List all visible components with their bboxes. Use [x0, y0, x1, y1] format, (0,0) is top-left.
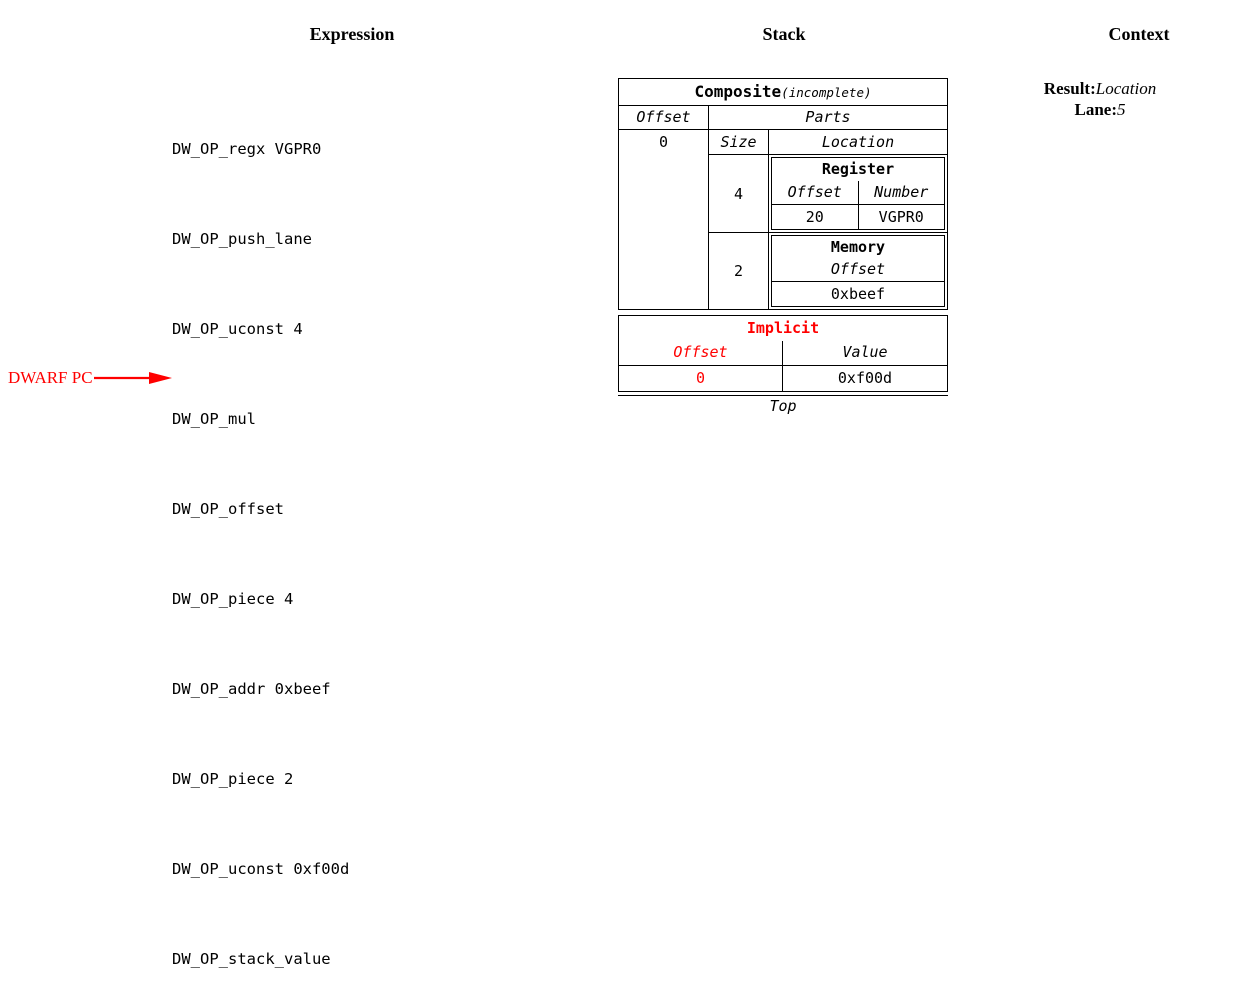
- register-offset-header: Offset: [772, 181, 859, 204]
- composite-size-header: Size: [709, 130, 769, 154]
- composite-parts-column: Parts Size Location 4 Register Offset Nu…: [709, 105, 947, 309]
- expression-line: DW_OP_piece 2: [172, 770, 294, 788]
- composite-parts-subheaders: Size Location: [709, 129, 947, 154]
- dwarf-pc-marker: DWARF PC: [8, 366, 172, 390]
- composite-parts-header: Parts: [805, 108, 851, 126]
- register-column-headers: Offset Number: [772, 181, 944, 204]
- stack-top-label: Top: [769, 396, 797, 415]
- composite-offset-column: Offset 0: [619, 105, 709, 309]
- register-number-header: Number: [874, 183, 929, 201]
- implicit-offset-value: 0: [619, 366, 783, 391]
- context-lane-key: Lane:: [1074, 100, 1118, 119]
- implicit-location-box: Implicit Offset Value 0 0xf00d: [618, 315, 948, 392]
- part-size: 4: [709, 155, 769, 232]
- context-row-result: Result:Location: [1000, 78, 1200, 99]
- composite-title-main: Composite: [694, 82, 782, 101]
- expression-listing: DW_OP_regx VGPR0 DW_OP_push_lane DW_OP_u…: [172, 74, 349, 1000]
- column-heading-expression: Expression: [309, 24, 395, 44]
- context-row-lane: Lane:5: [1000, 99, 1200, 120]
- implicit-wrapper: Implicit Offset Value 0 0xf00d: [618, 315, 948, 392]
- register-number-value: VGPR0: [878, 208, 924, 226]
- implicit-offset-header: Offset: [619, 341, 783, 365]
- memory-location-table: Memory Offset 0xbeef: [771, 235, 945, 307]
- implicit-value-header: Value: [842, 343, 888, 361]
- expression-line: DW_OP_stack_value: [172, 950, 331, 968]
- composite-location-header: Location: [821, 133, 895, 151]
- column-heading-context: Context: [1108, 24, 1170, 44]
- memory-title: Memory: [830, 238, 886, 256]
- column-heading-stack: Stack: [762, 24, 806, 44]
- composite-offset-header: Offset: [619, 106, 708, 130]
- composite-part-row: 2 Memory Offset 0xbeef: [709, 232, 947, 309]
- register-values: 20 VGPR0: [772, 204, 944, 229]
- part-size: 2: [709, 233, 769, 309]
- register-offset-value: 20: [772, 205, 859, 229]
- composite-offset-value: 0: [658, 133, 669, 151]
- implicit-column-headers: Offset Value: [619, 341, 947, 365]
- part-location: Memory Offset 0xbeef: [769, 233, 947, 309]
- expression-line: DW_OP_mul: [172, 410, 256, 428]
- composite-part-row: 4 Register Offset Number 20 VGPR0: [709, 154, 947, 232]
- expression-line: DW_OP_offset: [172, 500, 284, 518]
- composite-title-qualifier: (incomplete): [781, 85, 872, 100]
- expression-line: DW_OP_regx VGPR0: [172, 140, 322, 158]
- memory-offset-value: 0xbeef: [772, 281, 944, 306]
- implicit-title: Implicit: [746, 319, 820, 337]
- memory-offset-header: Offset: [830, 260, 886, 278]
- context-result-key: Result:: [1043, 79, 1096, 98]
- dwarf-pc-label: DWARF PC: [8, 368, 93, 387]
- expression-line: DW_OP_uconst 0xf00d: [172, 860, 350, 878]
- context-lane-value: 5: [1117, 100, 1126, 119]
- stack-bottom-rule: [618, 394, 948, 396]
- register-location-table: Register Offset Number 20 VGPR0: [771, 157, 945, 230]
- expression-line: DW_OP_piece 4: [172, 590, 294, 608]
- register-title: Register: [821, 160, 895, 178]
- stack-diagram: Composite(incomplete) Offset 0 Parts Siz…: [618, 78, 948, 415]
- expression-line: DW_OP_push_lane: [172, 230, 312, 248]
- implicit-value-value: 0xf00d: [837, 369, 893, 387]
- composite-location-box: Composite(incomplete) Offset 0 Parts Siz…: [618, 78, 948, 310]
- implicit-values: 0 0xf00d: [619, 365, 947, 391]
- composite-title: Composite(incomplete): [619, 79, 947, 105]
- expression-line: DW_OP_uconst 4: [172, 320, 303, 338]
- part-location: Register Offset Number 20 VGPR0: [769, 155, 947, 232]
- arrow-right-icon: [93, 370, 172, 386]
- context-result-value: Location: [1095, 79, 1157, 98]
- expression-line: DW_OP_addr 0xbeef: [172, 680, 331, 698]
- context-block: Result:Location Lane:5: [1000, 78, 1200, 120]
- composite-body: Offset 0 Parts Size Location 4 Register: [619, 105, 947, 309]
